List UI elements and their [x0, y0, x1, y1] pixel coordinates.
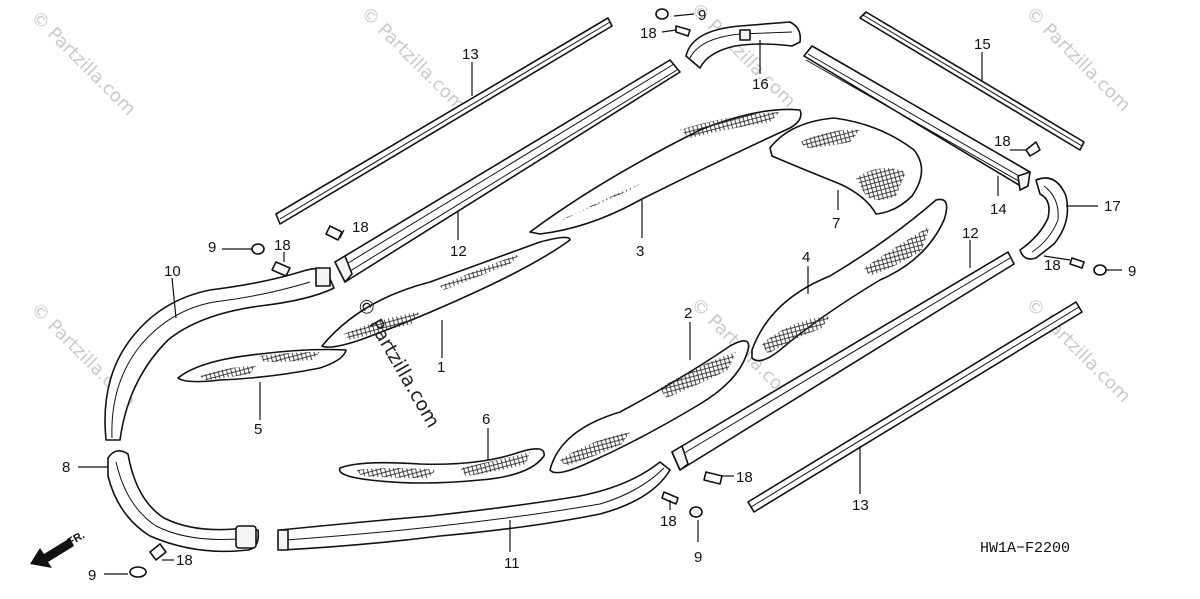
mat-4: [751, 198, 948, 362]
callout-label: 18: [640, 25, 657, 42]
callout-label: 3: [636, 243, 644, 260]
watermark-text: © Partzilla.com: [356, 3, 469, 116]
callout-label: 17: [1104, 198, 1121, 215]
mat-1: [321, 236, 571, 348]
callout-label: 13: [462, 46, 479, 63]
callout-label: 16: [752, 76, 769, 93]
callout-label: 9: [1128, 263, 1136, 280]
rail-12-upper: [334, 59, 681, 283]
callout-label: 1: [437, 359, 445, 376]
strip-13-lower: [747, 301, 1083, 513]
leader-lines: [78, 13, 1122, 575]
rail-14: [803, 45, 1031, 191]
corner-16: [685, 21, 802, 69]
callout-label: 9: [694, 549, 702, 566]
callout-label: 4: [802, 249, 810, 266]
mat-6: [338, 448, 545, 484]
callout-label: 18: [660, 513, 677, 530]
callout-label: 18: [1044, 257, 1061, 274]
callout-label: 18: [736, 469, 753, 486]
callout-label: 10: [164, 263, 181, 280]
callout-label: 7: [832, 215, 840, 232]
callout-label: 6: [482, 411, 490, 428]
bumper-10: [104, 267, 335, 441]
mat-5: [177, 348, 347, 383]
callout-label: 12: [962, 225, 979, 242]
callout-label: 13: [852, 497, 869, 514]
watermark-text: © Partzilla.com: [26, 7, 139, 120]
callout-label: 9: [208, 239, 216, 256]
diagram-code: HW1A−F2200: [980, 540, 1070, 557]
mat-7: [769, 117, 923, 215]
callout-label: 18: [352, 219, 369, 236]
callout-label: 9: [698, 7, 706, 24]
callouts: 13 9 18 16 15 18 14 17 18 9 7 3 12 18 9 …: [62, 7, 1136, 584]
callout-label: 12: [450, 243, 467, 260]
bumper-8: [107, 450, 260, 553]
callout-label: 8: [62, 459, 70, 476]
callout-label: 15: [974, 36, 991, 53]
callout-label: 2: [684, 305, 692, 322]
mat-2: [549, 340, 750, 474]
bumper-11: [277, 461, 671, 551]
callout-label: 18: [176, 552, 193, 569]
callout-label: 5: [254, 421, 262, 438]
front-arrow-label: FR.: [66, 529, 87, 548]
callout-label: 14: [990, 201, 1007, 218]
rail-12-lower: [671, 251, 1015, 471]
fasteners: [129, 8, 1107, 578]
watermark-text: © Partzilla.com: [1021, 3, 1134, 116]
front-arrow: FR.: [30, 529, 87, 568]
callout-label: 9: [88, 567, 96, 584]
callout-label: 18: [274, 237, 291, 254]
callout-label: 18: [994, 133, 1011, 150]
callout-label: 11: [504, 555, 520, 572]
mat-3: [529, 108, 802, 235]
strip-15: [859, 11, 1085, 151]
corner-17: [1019, 177, 1069, 260]
strip-13-upper: [275, 17, 613, 225]
